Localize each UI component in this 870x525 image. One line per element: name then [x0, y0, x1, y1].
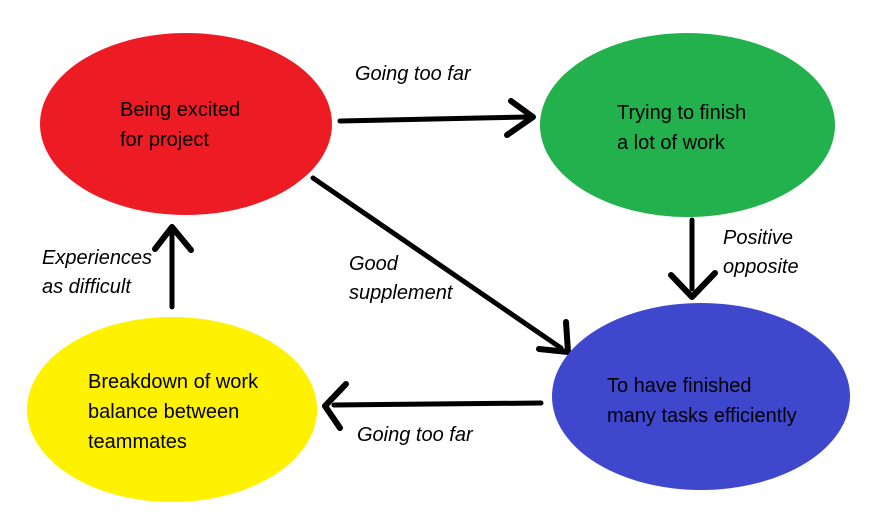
- arrow-excited-to-finished: [310, 175, 571, 355]
- edge-label-line: Good: [349, 253, 398, 275]
- edge-label-good-supplement: Good supplement: [349, 250, 452, 308]
- edge-label-positive-opposite: Positive opposite: [723, 224, 799, 282]
- arrow-finished-to-breakdown: [322, 381, 544, 431]
- edge-label-experiences-as-difficult: Experiences as difficult: [42, 244, 152, 302]
- node-finished-many-tasks: To have finished many tasks efficiently: [552, 303, 850, 490]
- node-trying-to-finish-label: Trying to finish a lot of work: [617, 98, 746, 158]
- node-label-line: To have finished: [607, 375, 752, 397]
- edge-label-line: as difficult: [42, 276, 131, 298]
- node-label-line: Being excited: [120, 99, 241, 121]
- arrow-excited-to-trying: [337, 98, 536, 138]
- node-label-line: many tasks efficiently: [607, 405, 797, 427]
- node-being-excited-label: Being excited for project: [120, 95, 240, 155]
- edge-label-line: Positive: [723, 227, 794, 249]
- node-label-line: Trying to finish: [617, 102, 747, 124]
- node-label-line: for project: [120, 129, 209, 151]
- node-label-line: balance between: [88, 401, 240, 423]
- edge-label-line: Experiences: [42, 247, 153, 269]
- node-finished-many-tasks-label: To have finished many tasks efficiently: [607, 371, 797, 431]
- edge-label-line: opposite: [723, 256, 799, 278]
- node-breakdown-of-work: Breakdown of work balance between teamma…: [27, 317, 317, 502]
- edge-label-line: supplement: [349, 282, 453, 304]
- node-label-line: Breakdown of work: [88, 371, 259, 393]
- node-label-line: teammates: [88, 431, 187, 453]
- arrow-breakdown-to-excited: [152, 224, 194, 310]
- node-breakdown-of-work-label: Breakdown of work balance between teamma…: [88, 367, 258, 457]
- edge-label-going-too-far-bottom: Going too far: [357, 424, 473, 446]
- edge-label-going-too-far-top: Going too far: [355, 63, 471, 85]
- node-being-excited: Being excited for project: [40, 33, 332, 215]
- node-trying-to-finish: Trying to finish a lot of work: [540, 33, 835, 217]
- node-label-line: a lot of work: [617, 132, 725, 154]
- arrow-trying-to-finished: [668, 217, 718, 300]
